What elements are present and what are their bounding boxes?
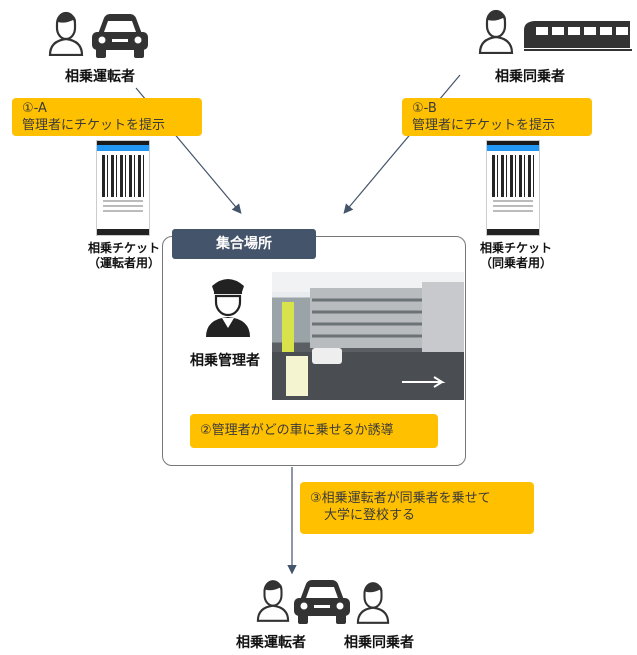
train-icon [522,18,634,52]
step-3-box: ③相乗運転者が同乗者を乗せて 大学に登校する [300,482,534,534]
ticket-passenger-line2: （同乗者用） [479,256,552,270]
result-passenger-icon [356,580,390,624]
step-1a-box: ①-A 管理者にチケットを提示 [12,98,202,136]
arrow-passenger-to-meeting [343,74,461,214]
step-1b-line1: ①-B [412,101,437,116]
driver-label: 相乗運転者 [65,69,135,85]
ticket-driver-line2: （運転者用） [87,256,160,270]
ticket-passenger-line1: 相乗チケット [479,241,552,255]
step-2-box: ②管理者がどの車に乗せるか誘導 [190,414,438,448]
qr-code-icon [102,155,144,197]
step-1b-box: ①-B 管理者にチケットを提示 [402,98,592,136]
qr-code-icon [492,155,534,197]
result-car-icon [290,578,354,626]
ticket-driver-label: 相乗チケット （運転者用） [74,241,174,271]
passenger-label: 相乗同乗者 [495,69,565,85]
ticket-passenger-label: 相乗チケット （同乗者用） [466,241,566,271]
result-driver-icon [256,578,290,622]
step-3-line1: ③相乗運転者が同乗者を乗せて [310,491,491,506]
manager-icon [204,272,252,338]
result-passenger-label: 相乗同乗者 [344,635,414,651]
driver-person-icon [48,10,84,57]
ticket-phone-passenger [486,140,540,236]
ticket-phone-driver [96,140,150,236]
result-driver-label: 相乗運転者 [236,635,306,651]
ticket-driver-line1: 相乗チケット [87,241,160,255]
step-1a-line1: ①-A [22,101,47,116]
manager-label: 相乗管理者 [190,353,260,369]
step-1a-line2: 管理者にチケットを提示 [22,118,166,133]
parking-lot-photo [272,272,464,400]
step-1b-line2: 管理者にチケットを提示 [412,118,556,133]
meeting-place-title: 集合場所 [172,229,316,259]
passenger-person-icon [478,8,514,55]
driver-car-icon [88,12,152,60]
step-3-line2: 大学に登校する [324,508,416,523]
